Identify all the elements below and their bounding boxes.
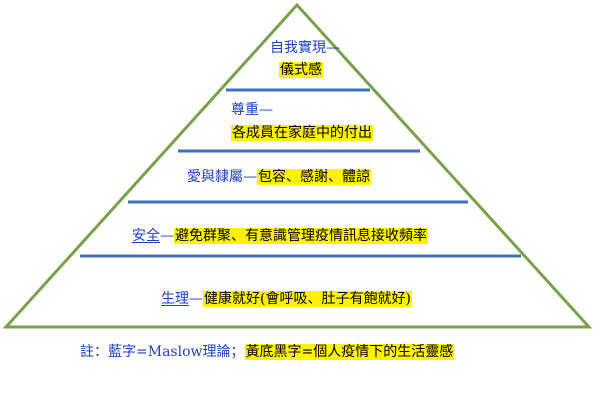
practice-label: 健康就好(會呼吸、肚子有飽就好)	[203, 291, 412, 307]
level-esteem: 尊重—	[231, 101, 273, 119]
level-belonging: 愛與隸屬—包容、感謝、體諒	[187, 168, 371, 186]
dash: —	[189, 291, 203, 307]
practice-label: 儀式感	[279, 62, 323, 78]
level-esteem-practice: 各成員在家庭中的付出	[231, 124, 373, 142]
dash: —	[243, 169, 257, 185]
maslow-label: 尊重	[231, 102, 259, 118]
dash: —	[160, 228, 174, 244]
dash: —	[326, 40, 340, 56]
dash: —	[259, 102, 273, 118]
practice-label: 各成員在家庭中的付出	[231, 125, 373, 141]
pyramid-outline	[2, 2, 593, 329]
note-highlighted: 黃底黑字=個人疫情下的生活靈感	[244, 344, 455, 360]
maslow-label: 生理	[161, 291, 189, 307]
level-safety: 安全—避免群聚、有意識管理疫情訊息接收頻率	[132, 227, 428, 245]
level-self-actualization: 自我實現—	[270, 39, 340, 57]
level-self-actualization-practice: 儀式感	[279, 61, 323, 79]
practice-label: 包容、感謝、體諒	[257, 169, 371, 185]
level-physiological: 生理—健康就好(會呼吸、肚子有飽就好)	[161, 290, 412, 308]
legend-note: 註：藍字=Maslow理論；黃底黑字=個人疫情下的生活靈感	[80, 343, 455, 361]
practice-label: 避免群聚、有意識管理疫情訊息接收頻率	[174, 228, 428, 244]
maslow-label: 自我實現	[270, 40, 326, 56]
note-prefix: 註：藍字=Maslow理論；	[80, 344, 245, 360]
maslow-label: 愛與隸屬	[187, 169, 243, 185]
maslow-label: 安全	[132, 228, 160, 244]
